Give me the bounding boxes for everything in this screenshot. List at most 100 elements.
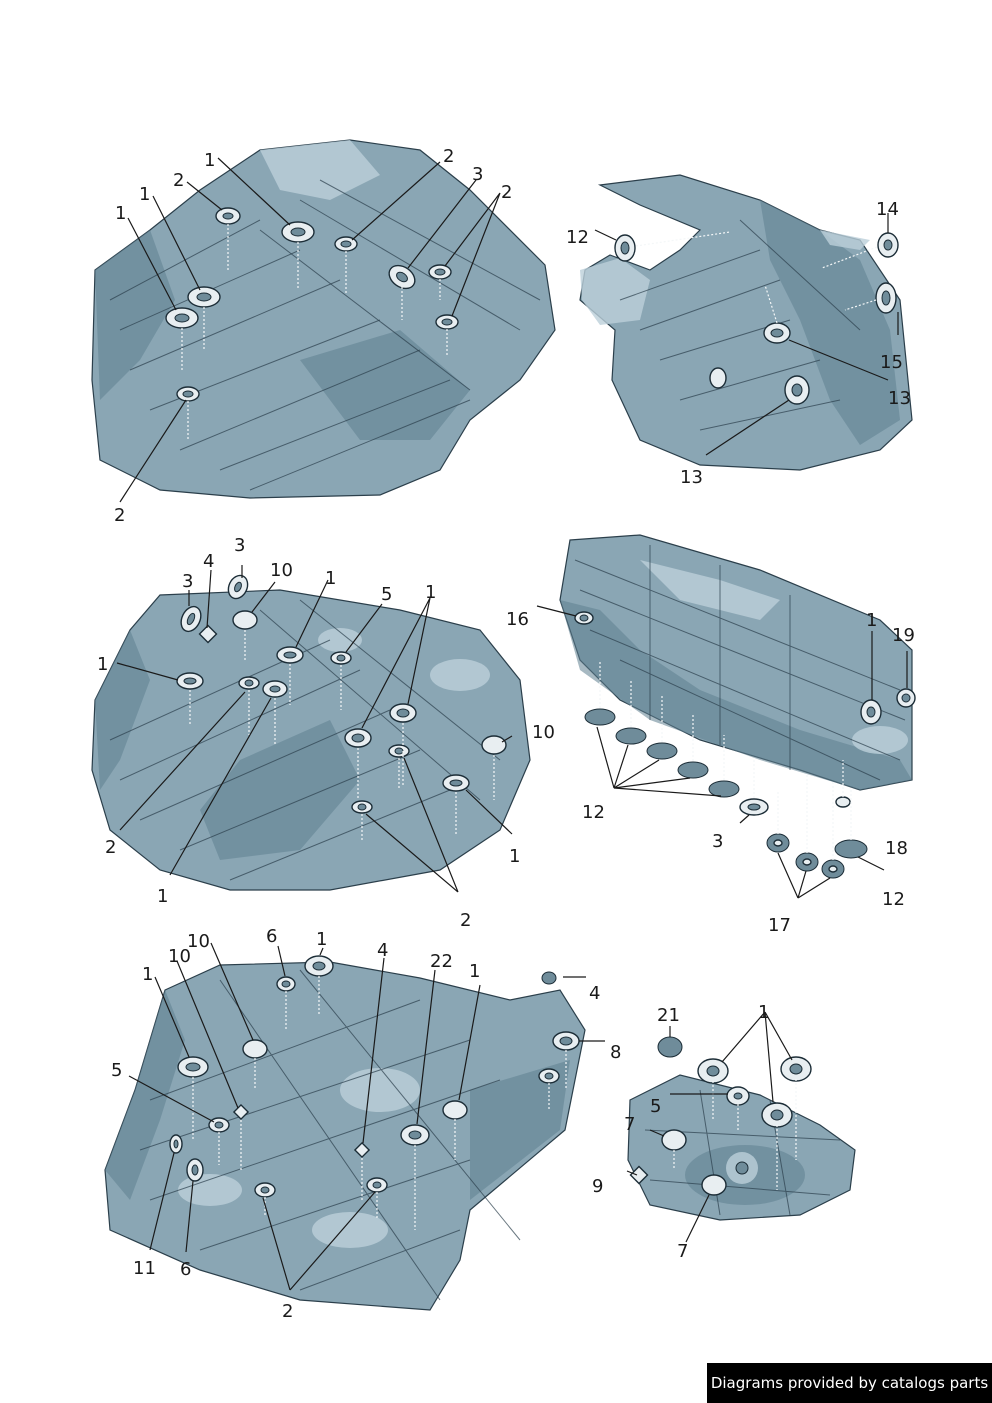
- square-plug-icon: [629, 1165, 649, 1185]
- panel-rear-floor-plugs: [169, 955, 580, 1230]
- cap-icon: [657, 1036, 683, 1058]
- grommet-icon: [428, 264, 452, 280]
- grommet-icon: [821, 859, 845, 879]
- oval-plug-icon: [739, 798, 769, 816]
- callout-label: 2: [443, 146, 454, 167]
- plug-icon: [677, 761, 709, 779]
- grommet-icon: [877, 232, 899, 258]
- callout-label: 3: [472, 164, 483, 185]
- grommet-icon: [389, 703, 417, 723]
- panel-front-floor-leaders: [119, 157, 501, 503]
- panel-wheelhouse-leaders: [594, 213, 899, 456]
- callout-label: 1: [97, 654, 108, 675]
- panel-wheel-well-leaders: [626, 1011, 793, 1243]
- grommet-icon: [435, 314, 459, 330]
- square-plug-icon: [232, 1103, 250, 1121]
- grommet-icon: [169, 1134, 183, 1154]
- grommet-icon: [400, 1124, 430, 1146]
- panel-rear-crossmember: [559, 534, 913, 791]
- panel-wheel-well-labels: 21 1 5 7 9 7: [592, 1002, 769, 1262]
- callout-label: 22: [430, 951, 453, 972]
- callout-label: 15: [880, 352, 903, 373]
- callout-label: 4: [589, 983, 600, 1004]
- callout-label: 17: [768, 915, 791, 936]
- grommet-icon: [215, 207, 241, 225]
- callout-label: 1: [866, 610, 877, 631]
- callout-label: 3: [182, 571, 193, 592]
- callout-label: 10: [168, 946, 191, 967]
- grommet-icon: [835, 796, 851, 808]
- grommet-icon: [780, 1056, 812, 1082]
- callout-label: 2: [282, 1301, 293, 1322]
- grommet-icon: [238, 676, 260, 690]
- callout-label: 1: [157, 886, 168, 907]
- callout-label: 1: [204, 150, 215, 171]
- callout-label: 1: [425, 582, 436, 603]
- callout-label: 13: [680, 467, 703, 488]
- grommet-icon: [165, 307, 199, 329]
- grommet-icon: [726, 1086, 750, 1106]
- panel-center-floor-labels: 3 4 3 10 1 5 1 1 10 2 1 1 2: [97, 535, 555, 931]
- panel-rear-crossmember-labels: 16 1 19 12 3 18 12 17: [506, 609, 915, 936]
- callout-label: 1: [758, 1002, 769, 1023]
- plug-icon: [834, 839, 868, 859]
- callout-label: 21: [657, 1005, 680, 1026]
- grommet-icon: [330, 651, 352, 665]
- grommet-icon: [538, 1068, 560, 1084]
- panel-rear-floor-labels: 10 6 1 4 1 10 22 1 4 8 5 11 6 2: [111, 926, 621, 1322]
- grommet-icon: [351, 800, 373, 814]
- callout-label: 1: [509, 846, 520, 867]
- callout-label: 18: [885, 838, 908, 859]
- callout-label: 16: [506, 609, 529, 630]
- grommet-icon: [208, 1117, 230, 1133]
- callout-label: 1: [115, 203, 126, 224]
- callout-label: 10: [187, 931, 210, 952]
- callout-label: 2: [501, 182, 512, 203]
- plug-icon: [646, 742, 678, 760]
- square-plug-icon: [198, 624, 218, 644]
- callout-label: 12: [582, 802, 605, 823]
- callout-label: 7: [677, 1241, 688, 1262]
- panel-rear-crossmember-plugs: [574, 611, 916, 879]
- callout-label: 10: [532, 722, 555, 743]
- callout-label: 9: [592, 1176, 603, 1197]
- grommet-icon: [187, 286, 221, 308]
- callout-label: 2: [460, 910, 471, 931]
- oval-plug-icon: [180, 605, 202, 633]
- callout-label: 12: [566, 227, 589, 248]
- panel-wheel-well-plugs: [629, 1036, 812, 1196]
- grommet-icon: [541, 971, 557, 985]
- oval-plug-icon: [227, 574, 249, 600]
- panel-rear-crossmember-leaders: [536, 605, 908, 899]
- callout-label: 1: [139, 184, 150, 205]
- grommet-icon: [262, 680, 288, 698]
- panel-front-floor: [91, 139, 556, 499]
- cap-icon: [661, 1129, 687, 1151]
- cap-icon: [701, 1174, 727, 1196]
- cap-icon: [481, 735, 507, 755]
- credit-text: Diagrams provided by catalogs parts: [710, 1374, 989, 1392]
- grommet-icon: [860, 699, 882, 725]
- panel-wheelhouse-labels: 12 14 15 13 13: [566, 199, 911, 488]
- grommet-icon: [276, 976, 296, 992]
- grommet-icon: [875, 282, 897, 314]
- panel-center-floor-leaders: [116, 565, 513, 893]
- cap-icon: [232, 610, 258, 630]
- plug-icon: [584, 708, 616, 726]
- grommet-icon: [276, 646, 304, 664]
- callout-label: 1: [325, 568, 336, 589]
- oval-plug-icon: [388, 264, 416, 290]
- callout-label: 6: [180, 1259, 191, 1280]
- callout-label: 1: [142, 964, 153, 985]
- grommet-icon: [177, 1056, 209, 1078]
- grommet-icon: [574, 611, 594, 625]
- callout-label: 1: [316, 929, 327, 950]
- callout-label: 1: [469, 961, 480, 982]
- grommet-icon: [254, 1182, 276, 1198]
- panel-center-floor: [91, 589, 531, 891]
- grommet-icon: [344, 728, 372, 748]
- plug-icon: [708, 780, 740, 798]
- panel-center-floor-plugs: [176, 574, 507, 840]
- callout-label: 3: [712, 831, 723, 852]
- grommet-icon: [614, 234, 636, 262]
